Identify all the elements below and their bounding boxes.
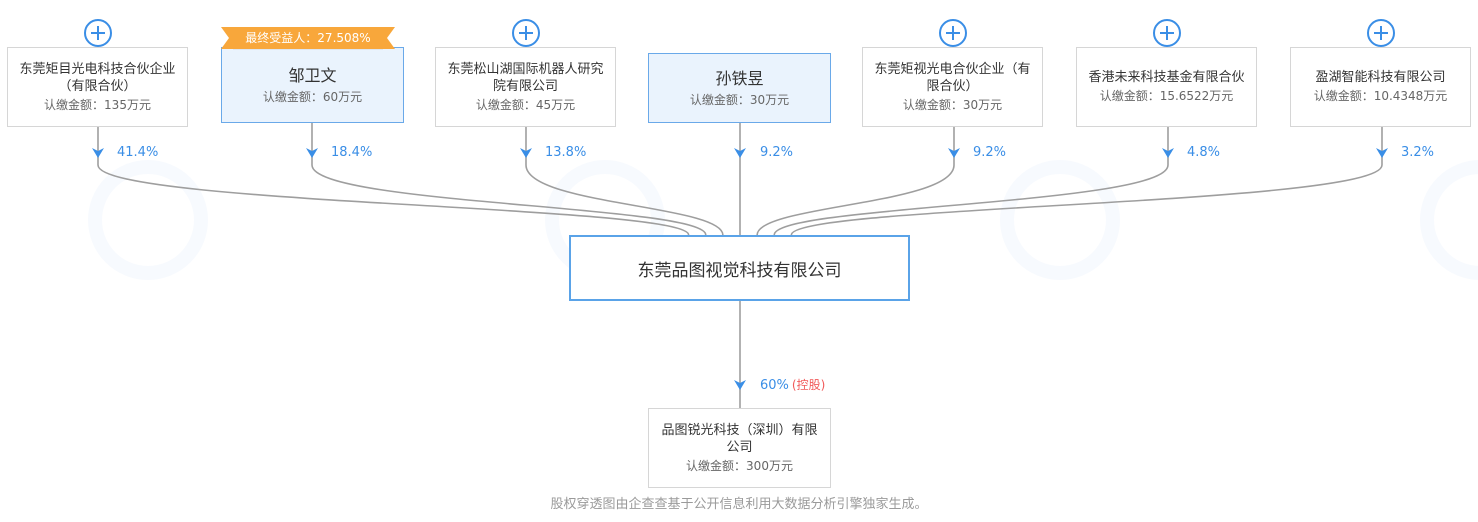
flow-arrow-icon: [1376, 148, 1388, 158]
holding-percent: 41.4%: [117, 145, 159, 160]
control-tag: (控股): [791, 378, 826, 392]
target-company-node[interactable]: 东莞品图视觉科技有限公司: [569, 235, 910, 301]
shareholder-amount: 认缴金额：135万元: [44, 97, 151, 112]
flow-arrow-icon: [1162, 148, 1174, 158]
shareholder-link: [790, 127, 1383, 236]
shareholder-amount: 认缴金额：45万元: [475, 97, 576, 112]
expand-plus-icon[interactable]: [939, 19, 967, 47]
flow-arrow-icon: [734, 380, 746, 390]
flow-arrow-icon: [92, 148, 104, 158]
expand-plus-icon[interactable]: [1367, 19, 1395, 47]
shareholder-amount: 认缴金额：10.4348万元: [1313, 89, 1448, 103]
subsidiary-percent: 60%(控股): [760, 376, 825, 393]
flow-arrow-icon: [306, 148, 318, 158]
expand-plus-icon[interactable]: [512, 19, 540, 47]
shareholder-name: 东莞矩目光电科技合伙企业（有限合伙）: [19, 61, 176, 94]
holding-percent: 13.8%: [545, 145, 587, 160]
shareholder-name: 盈湖智能科技有限公司: [1315, 70, 1446, 85]
expand-plus-icon[interactable]: [1153, 19, 1181, 47]
shareholder-node-person[interactable]: 邹卫文 认缴金额：60万元: [221, 47, 404, 123]
shareholder-link: [773, 127, 1169, 236]
shareholder-link: [311, 123, 707, 236]
subsidiary-node[interactable]: 品图锐光科技（深圳）有限公司 认缴金额：300万元: [648, 408, 831, 488]
holding-percent: 9.2%: [760, 145, 794, 160]
shareholder-name: 香港未来科技基金有限合伙: [1088, 70, 1245, 85]
subsidiary-percent-value: 60%: [760, 378, 789, 393]
shareholder-node[interactable]: 东莞松山湖国际机器人研究院有限公司 认缴金额：45万元: [435, 47, 616, 127]
subsidiary-name: 品图锐光科技（深圳）有限公司: [661, 422, 818, 455]
shareholder-node[interactable]: 东莞矩目光电科技合伙企业（有限合伙） 认缴金额：135万元: [7, 47, 188, 127]
flow-arrow-icon: [520, 148, 532, 158]
holding-percent: 18.4%: [331, 145, 373, 160]
shareholder-link: [525, 127, 724, 236]
expand-plus-icon[interactable]: [84, 19, 112, 47]
shareholder-node[interactable]: 盈湖智能科技有限公司 认缴金额：10.4348万元: [1290, 47, 1471, 127]
shareholder-amount: 认缴金额：60万元: [262, 89, 363, 104]
shareholder-name: 东莞矩视光电合伙企业（有限合伙）: [874, 61, 1031, 94]
holding-percent: 9.2%: [973, 145, 1007, 160]
shareholder-amount: 认缴金额：30万元: [902, 97, 1003, 112]
shareholder-node[interactable]: 香港未来科技基金有限合伙 认缴金额：15.6522万元: [1076, 47, 1257, 127]
shareholder-node[interactable]: 东莞矩视光电合伙企业（有限合伙） 认缴金额：30万元: [862, 47, 1043, 127]
shareholder-amount: 认缴金额：30万元: [689, 92, 790, 107]
shareholder-name: 孙铁昱: [715, 68, 764, 88]
footer-note: 股权穿透图由企查查基于公开信息利用大数据分析引擎独家生成。: [550, 497, 928, 512]
shareholder-node-person[interactable]: 孙铁昱 认缴金额：30万元: [648, 53, 831, 123]
beneficiary-badge: 最终受益人：27.508%: [221, 27, 395, 49]
subsidiary-amount: 认缴金额：300万元: [686, 458, 793, 473]
holding-percent: 3.2%: [1401, 145, 1435, 160]
shareholder-link: [97, 127, 690, 236]
shareholder-link: [756, 127, 955, 236]
shareholder-name: 东莞松山湖国际机器人研究院有限公司: [447, 61, 604, 94]
shareholder-amount: 认缴金额：15.6522万元: [1099, 89, 1234, 103]
holding-percent: 4.8%: [1187, 145, 1221, 160]
flow-arrow-icon: [948, 148, 960, 158]
shareholder-name: 邹卫文: [288, 65, 337, 85]
flow-arrow-icon: [734, 148, 746, 158]
